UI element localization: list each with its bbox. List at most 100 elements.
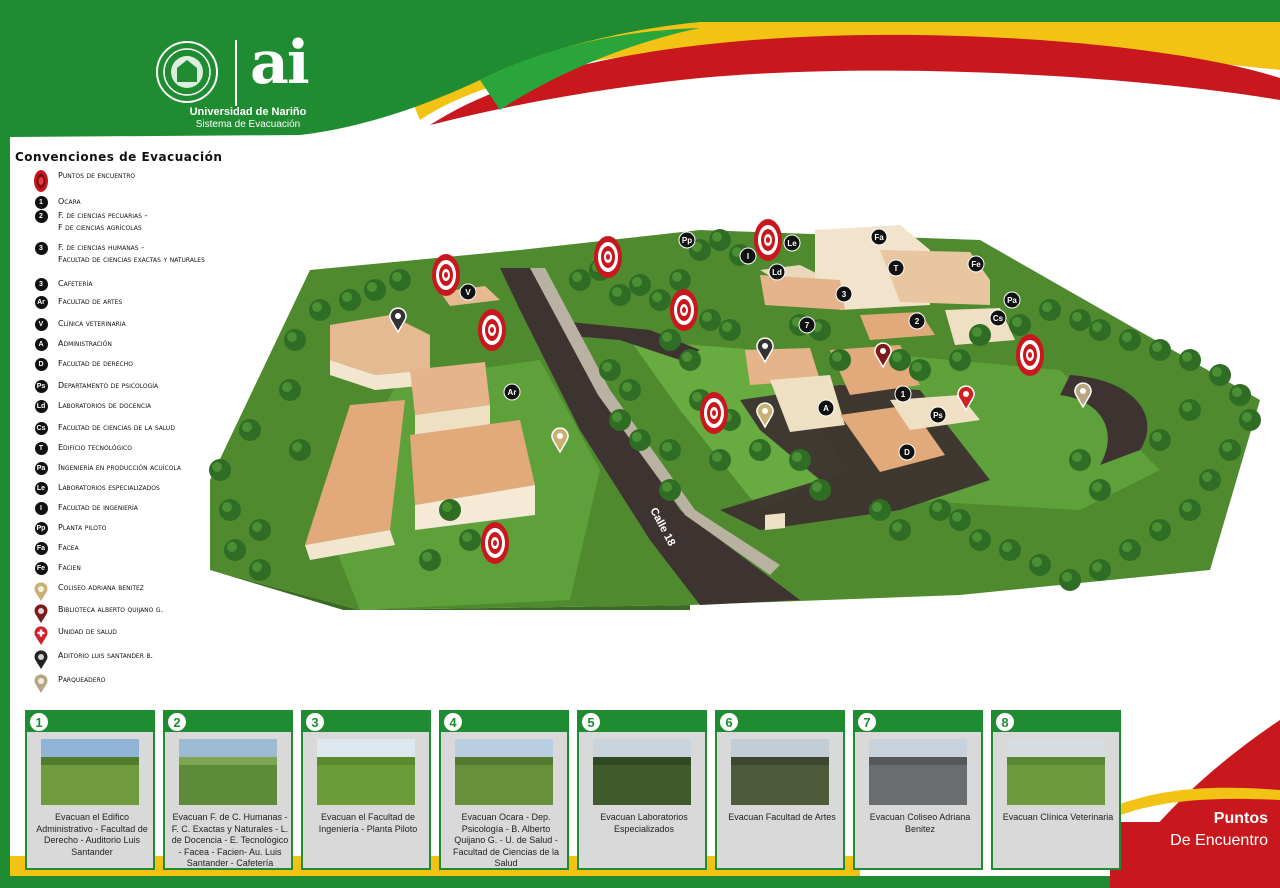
tree-highlight: [392, 272, 402, 282]
target-ring: [493, 540, 497, 546]
building-badge[interactable]: Cs: [989, 309, 1007, 327]
building-badge[interactable]: D: [898, 443, 916, 461]
tree-highlight: [892, 522, 902, 532]
pin-shape: [389, 307, 407, 334]
header: ai Universidad de Nariño Sistema de Evac…: [10, 22, 430, 137]
pin-beige-icon[interactable]: [1074, 382, 1092, 409]
pin-black-icon[interactable]: [389, 307, 407, 334]
building-badge[interactable]: A: [817, 399, 835, 417]
pin-tan-icon[interactable]: [756, 402, 774, 429]
building-badge[interactable]: Ld: [768, 263, 786, 281]
letter-badge-cs-icon: Cs: [30, 422, 52, 435]
system-subtitle: Sistema de Evacuación: [195, 119, 301, 130]
card-header: 4: [441, 712, 567, 732]
tree-highlight: [712, 232, 722, 242]
building-badge[interactable]: 2: [908, 312, 926, 330]
meeting-point-photo: [731, 739, 829, 805]
pin-red-cross-icon[interactable]: [957, 385, 975, 412]
badge-circle: [739, 247, 757, 265]
meeting-point-target-icon[interactable]: [700, 392, 728, 434]
tree-highlight: [912, 362, 922, 372]
tree-highlight: [832, 352, 842, 362]
number-badge-1-icon: 1: [30, 196, 52, 209]
card-description: Evacuan Laboratorios Especializados: [600, 812, 688, 834]
building-badge[interactable]: 7: [798, 316, 816, 334]
building-badge[interactable]: V: [459, 283, 477, 301]
main-road: [500, 268, 800, 605]
badge-text: Le: [787, 239, 797, 248]
tree-highlight: [287, 332, 297, 342]
tree-highlight: [1092, 322, 1102, 332]
tree-highlight: [282, 382, 292, 392]
meeting-point-target-icon[interactable]: [670, 289, 698, 331]
legend-label: Biblioteca alberto quijano g.: [58, 605, 164, 614]
pin-dot: [880, 348, 886, 354]
building-badge[interactable]: Le: [783, 234, 801, 252]
tree-highlight: [1152, 522, 1162, 532]
tree-highlight: [1202, 472, 1212, 482]
tree-highlight: [252, 522, 262, 532]
building-badge[interactable]: Ar: [503, 383, 521, 401]
building-badge[interactable]: Ps: [929, 406, 947, 424]
legend-label: Unidad de salud: [58, 627, 117, 636]
tree-highlight: [242, 422, 252, 432]
legend-label: F. de ciencias pecuarias - F de ciencias…: [58, 211, 148, 232]
building-badge[interactable]: Fa: [870, 228, 888, 246]
badge-text: Fe: [971, 260, 981, 269]
legend-label: Facultad de ciencias de la salud: [58, 423, 175, 432]
card-header: 5: [579, 712, 705, 732]
pin-darkred-icon: [30, 604, 52, 624]
building-badge[interactable]: I: [739, 247, 757, 265]
building-badge[interactable]: Pp: [678, 231, 696, 249]
tree-highlight: [972, 327, 982, 337]
legend-label: Laboratorios de docencia: [58, 401, 152, 410]
pin-darkred-icon[interactable]: [874, 342, 892, 369]
tree-highlight: [342, 292, 352, 302]
pin-black-icon[interactable]: [756, 337, 774, 364]
card-number: 2: [168, 713, 186, 731]
badge-text: V: [465, 288, 471, 297]
target-ring: [444, 272, 448, 278]
building-badge[interactable]: Fe: [967, 255, 985, 273]
tree-highlight: [602, 362, 612, 372]
legend-label: Clínica veterinaria: [58, 319, 126, 328]
building-badge[interactable]: 1: [894, 385, 912, 403]
pin-tan-icon[interactable]: [551, 427, 569, 454]
legend-item: Parqueadero: [30, 674, 105, 694]
badge-circle: [1003, 291, 1021, 309]
meeting-point-target-icon[interactable]: [1016, 334, 1044, 376]
tree-highlight: [292, 442, 302, 452]
meeting-point-target-icon[interactable]: [481, 522, 509, 564]
badge-circle: [967, 255, 985, 273]
meeting-point-target-icon[interactable]: [594, 236, 622, 278]
legend-badge: 3: [34, 278, 48, 291]
meeting-point-target-icon[interactable]: [432, 254, 460, 296]
building-badge[interactable]: 3: [835, 285, 853, 303]
meeting-point-target-icon[interactable]: [478, 309, 506, 351]
legend-item: Aditorio luis santander b.: [30, 650, 153, 670]
legend-label: Facultad de derecho: [58, 359, 133, 368]
pin-beige-icon: [30, 674, 52, 694]
target-ring: [766, 237, 770, 243]
target-ring: [712, 410, 716, 416]
badge-circle: [798, 316, 816, 334]
meeting-point-target-icon[interactable]: [754, 219, 782, 261]
building-badge[interactable]: Pa: [1003, 291, 1021, 309]
building-badge[interactable]: T: [887, 259, 905, 277]
meeting-points: [432, 219, 1044, 564]
